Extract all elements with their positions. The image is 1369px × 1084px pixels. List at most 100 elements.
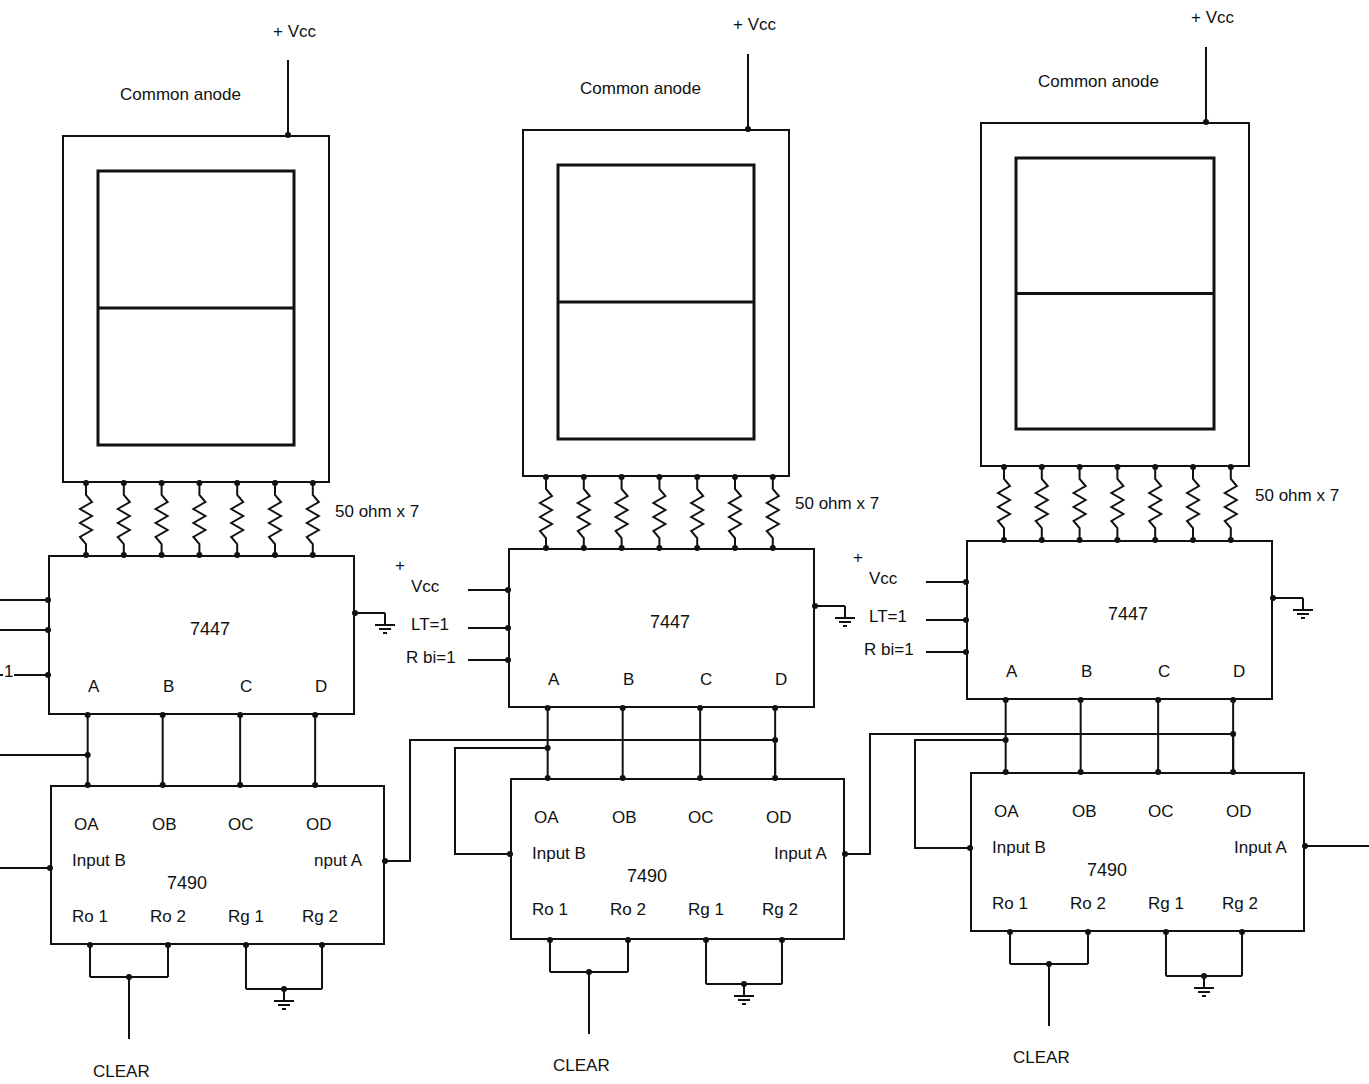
input-wire (468, 659, 508, 661)
junction-dot (779, 937, 785, 943)
seven-segment-display: Common anode (62, 135, 330, 483)
supply-label: + Vcc (272, 22, 317, 42)
pin-name: OB (1072, 802, 1097, 822)
bcd-wire (1005, 700, 1007, 772)
chip-name: 7447 (1108, 604, 1148, 624)
resistor-connector (1187, 467, 1199, 540)
resistor-label: 50 ohm x 7 (1254, 486, 1340, 506)
chip-name: 7447 (650, 612, 690, 632)
gate-wire (1203, 976, 1205, 988)
signal-label: CLEAR (1012, 1048, 1071, 1068)
resistor-connector (616, 477, 628, 548)
input-wire (926, 581, 966, 583)
resistor-connector (118, 483, 130, 555)
junction-dot (703, 937, 709, 943)
ground-wire (844, 606, 846, 618)
chip-name: 7447 (190, 619, 230, 639)
pin-name: A (88, 677, 99, 697)
resistor-connector (1036, 467, 1048, 540)
gate-wire (781, 940, 783, 984)
gate-wire (321, 945, 323, 989)
resistor-connector (1111, 467, 1123, 540)
pin-name: OD (766, 808, 792, 828)
pin-name: Rg 1 (688, 900, 724, 920)
pin-name: C (700, 670, 712, 690)
resistor-connector (80, 483, 92, 555)
resistor-label: 50 ohm x 7 (794, 494, 880, 514)
junction-dot (319, 942, 325, 948)
gate-wire (1165, 932, 1167, 976)
vcc-wire (287, 60, 289, 135)
resistor-label: 50 ohm x 7 (334, 502, 420, 522)
ground-symbol (734, 995, 754, 997)
feedback-wire (455, 748, 548, 854)
pin-name: Rg 2 (302, 907, 338, 927)
pin-label: 1 (3, 662, 14, 682)
bcd-wire (314, 715, 316, 785)
input-wire (926, 651, 966, 653)
display-title: Common anode (120, 85, 241, 105)
seven-segment-display: Common anode (522, 129, 790, 477)
junction-dot (1046, 961, 1052, 967)
junction-dot (1085, 929, 1091, 935)
pin-label: LT=1 (410, 615, 450, 635)
pin-name: D (775, 670, 787, 690)
pin-name: Ro 2 (1070, 894, 1106, 914)
resistor-connector (231, 483, 243, 555)
input-wire (468, 627, 508, 629)
ground-symbol (843, 625, 847, 627)
resistor-connector (1074, 467, 1086, 540)
clear-wire (588, 972, 590, 1034)
gate-wire (1241, 932, 1243, 976)
resistor-connector (307, 483, 319, 555)
segment-outline (98, 171, 294, 445)
supply-label: + Vcc (1190, 8, 1235, 28)
bcd-wire (162, 715, 164, 785)
ground-symbol (839, 621, 851, 623)
reset-wire (1009, 932, 1011, 964)
carry-wire (385, 740, 775, 861)
resistor-connector (729, 477, 741, 548)
pin-name: Rg 2 (1222, 894, 1258, 914)
pin-name: C (240, 677, 252, 697)
bcd-wire (239, 715, 241, 785)
pin-label: + (394, 556, 406, 576)
ground-wire (815, 605, 845, 607)
ground-symbol (1202, 995, 1206, 997)
pin-name: Input A (1234, 838, 1287, 858)
pin-name: Rg 1 (1148, 894, 1184, 914)
signal-label: CLEAR (552, 1056, 611, 1076)
decoder-chip: 7447ABCD (48, 555, 355, 715)
bcd-wire (1080, 700, 1082, 772)
ground-symbol (379, 628, 391, 630)
chip-name: 7490 (1087, 860, 1127, 880)
vcc-wire (1205, 47, 1207, 122)
chip-name: 7490 (627, 866, 667, 886)
pin-name: C (1158, 662, 1170, 682)
segment-outline (558, 301, 754, 304)
resistor-connector (998, 467, 1010, 540)
ground-symbol (1194, 987, 1214, 989)
reset-wire (167, 945, 169, 977)
seven-segment-display: Common anode (980, 122, 1250, 467)
ground-symbol (282, 1008, 286, 1010)
resistor-connector (767, 477, 779, 548)
pin-name: OA (534, 808, 559, 828)
vcc-wire (747, 54, 749, 129)
resistor-connector (540, 477, 552, 548)
resistor-connector (156, 483, 168, 555)
pin-name: Input A (774, 844, 827, 864)
segment-outline (558, 165, 754, 439)
reset-wire (549, 940, 551, 972)
input-wire (0, 867, 50, 869)
gate-wire (245, 945, 247, 989)
resistor-connector (1225, 467, 1237, 540)
bcd-wire (87, 715, 89, 785)
gate-wire (705, 940, 707, 984)
counter-chip: OAOBOCODInput B7490Input ARo 1Ro 2Rg 1Rg… (510, 778, 845, 940)
input-wire (0, 629, 48, 631)
decoder-chip: 7447ABCD (966, 540, 1273, 700)
pin-name: OD (306, 815, 332, 835)
